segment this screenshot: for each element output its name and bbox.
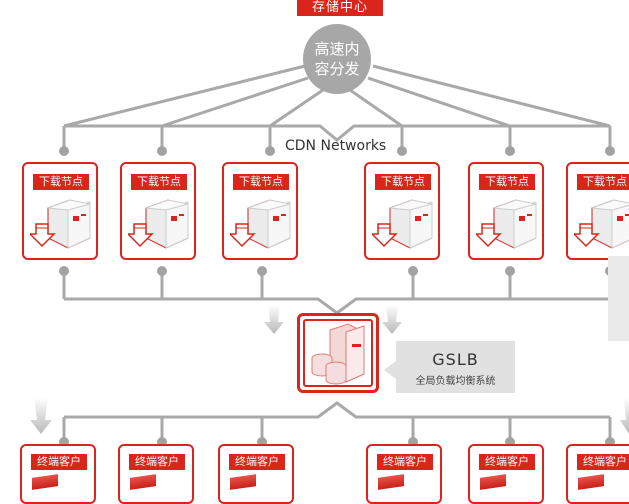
download-node-label: 下载节点 [375,174,431,190]
gslb-callout: GSLB 全局负载均衡系统 [384,341,515,393]
download-node[interactable]: 下载节点 [222,162,298,260]
server-download-icon [30,199,91,249]
side-panel [608,256,629,341]
client-node-label: 终端客户 [129,454,185,470]
client-node-label: 终端客户 [479,454,535,470]
gslb-subtitle: 全局负载均衡系统 [415,376,496,387]
client-screen-icon [378,474,404,490]
client-node[interactable]: 终端客户 [468,444,544,504]
client-node[interactable]: 终端客户 [118,444,194,504]
client-screen-icon [480,474,506,490]
server-download-icon [476,199,537,249]
gslb-title: GSLB [432,350,479,369]
server-database-icon [311,323,365,385]
download-node[interactable]: 下载节点 [566,162,629,260]
client-screen-icon [130,474,156,490]
download-node[interactable]: 下载节点 [22,162,98,260]
server-download-icon [230,199,291,249]
download-node-label: 下载节点 [479,174,535,190]
download-node-label: 下载节点 [577,174,629,190]
download-node[interactable]: 下载节点 [120,162,196,260]
client-node-label: 终端客户 [377,454,433,470]
client-screen-icon [32,474,58,490]
gslb-node[interactable] [297,313,379,393]
client-node-label: 终端客户 [577,454,629,470]
client-screen-icon [230,474,256,490]
storage-center-badge: 存储中心 [297,0,383,16]
download-node-label: 下载节点 [33,174,89,190]
client-node-label: 终端客户 [31,454,87,470]
client-node[interactable]: 终端客户 [566,444,629,504]
hub-label: 高速内容分发 [314,40,360,78]
content-distribution-hub: 高速内容分发 [303,24,371,94]
server-download-icon [128,199,189,249]
client-node-label: 终端客户 [229,454,285,470]
download-node-label: 下载节点 [131,174,187,190]
server-download-icon [574,199,629,249]
client-node[interactable]: 终端客户 [20,444,96,504]
download-node[interactable]: 下载节点 [364,162,440,260]
client-node[interactable]: 终端客户 [366,444,442,504]
download-node-label: 下载节点 [233,174,289,190]
client-screen-icon [578,474,604,490]
client-node[interactable]: 终端客户 [218,444,294,504]
server-download-icon [372,199,433,249]
download-node[interactable]: 下载节点 [468,162,544,260]
cdn-networks-label: CDN Networks [285,138,387,154]
